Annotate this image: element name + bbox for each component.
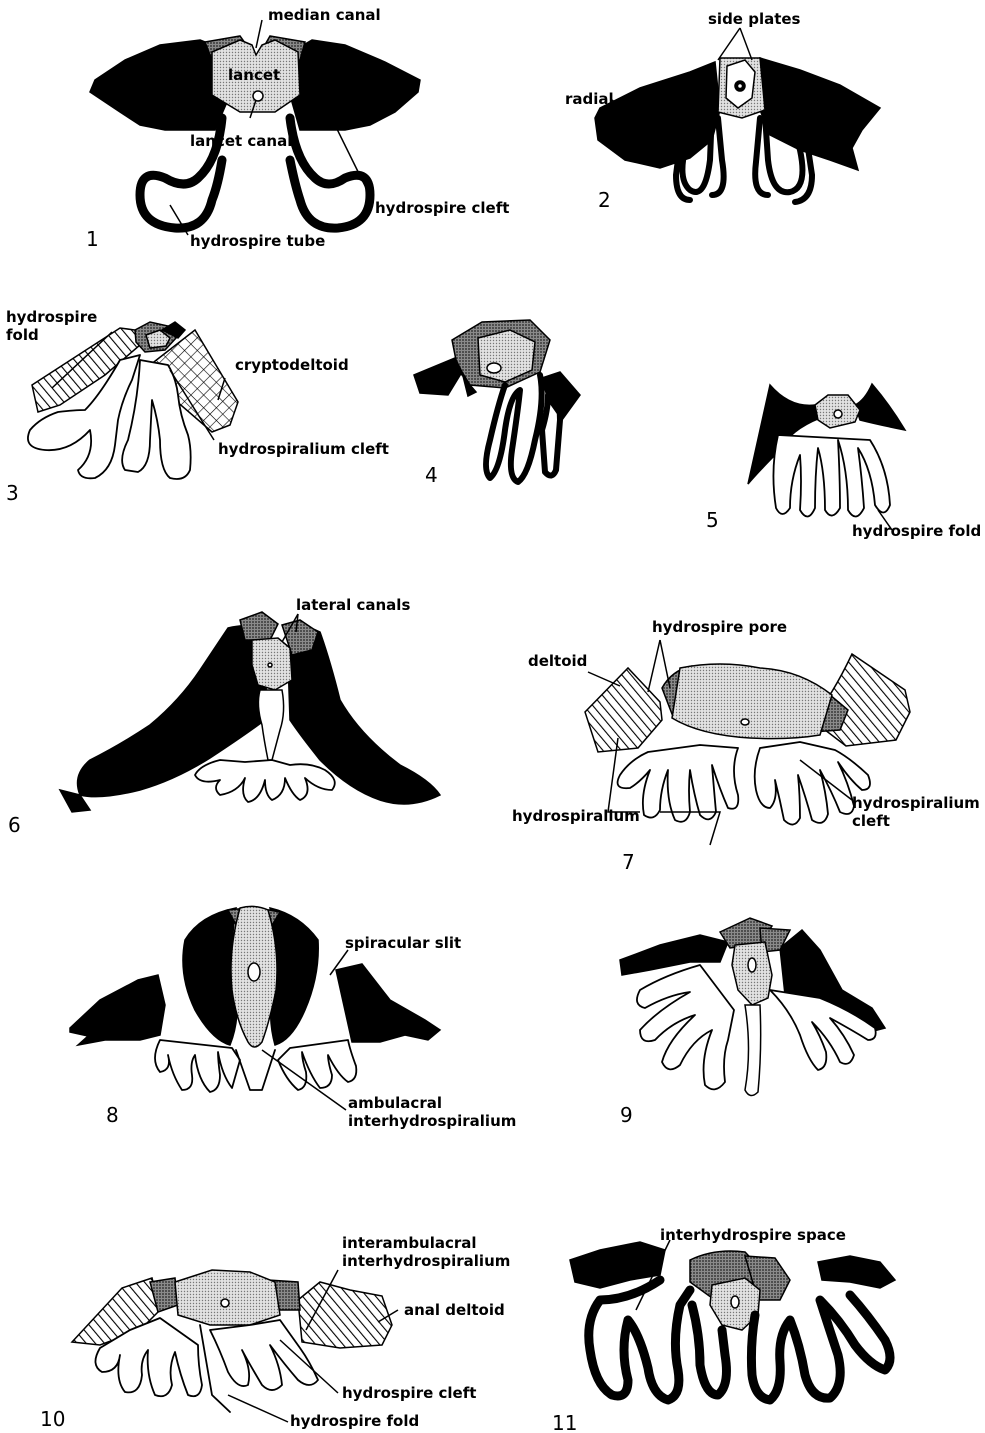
figure-11: interhydrospire space 11	[552, 1226, 895, 1433]
spiracular-slit-label: spiracular slit	[345, 934, 461, 952]
side-plates-label: side plates	[708, 10, 801, 28]
figure-5-number: 5	[706, 508, 719, 532]
figure-10-number: 10	[40, 1407, 65, 1431]
figure-8-number: 8	[106, 1103, 119, 1127]
figure-6: lateral canals 6	[8, 596, 440, 837]
hydrospire-fold-label: hydrospire fold	[290, 1412, 419, 1430]
interambulacral-label-line1: interambulacral	[342, 1234, 477, 1252]
lateral-canals-label: lateral canals	[296, 596, 410, 614]
figure-4-number: 4	[425, 463, 438, 487]
radial-label: radial	[565, 90, 614, 108]
figure-2: side plates radial 2	[565, 10, 880, 212]
ambulacral-label-line2: interhydrospiralium	[348, 1112, 516, 1130]
figure-3-number: 3	[6, 481, 19, 505]
anal-deltoid-label: anal deltoid	[404, 1301, 505, 1319]
interambulacral-label-line2: interhydrospiralium	[342, 1252, 510, 1270]
hydrospire-tube-label: hydrospire tube	[190, 232, 325, 250]
interhydrospire-space-label: interhydrospire space	[660, 1226, 846, 1244]
figure-10: interambulacral interhydrospiralium anal…	[40, 1234, 510, 1431]
figure-7: hydrospire pore deltoid hydrospiralium h…	[512, 618, 980, 874]
deltoid-label: deltoid	[528, 652, 587, 670]
figure-11-number: 11	[552, 1411, 577, 1433]
ambulacral-label-line1: ambulacral	[348, 1094, 442, 1112]
figure-4: 4	[414, 320, 580, 487]
figure-8: spiracular slit ambulacral interhydrospi…	[70, 906, 516, 1130]
cryptodeltoid-label: cryptodeltoid	[235, 356, 349, 374]
hydrospire-fold-label-line1: hydrospire	[6, 308, 97, 326]
hydrospire-fold-label-line2: fold	[6, 326, 39, 344]
figure-3: hydrospire fold cryptodeltoid hydrospira…	[6, 308, 389, 505]
hydrospire-fold-label: hydrospire fold	[852, 522, 981, 540]
figure-1-number: 1	[86, 227, 99, 251]
hydrospiralium-cleft-label: hydrospiralium cleft	[218, 440, 389, 458]
hydrospire-cleft-label: hydrospire cleft	[342, 1384, 476, 1402]
figure-7-number: 7	[622, 850, 635, 874]
median-canal-label: median canal	[268, 6, 381, 24]
figure-1: lancet median canal lancet canal hydrosp…	[86, 6, 509, 251]
hydrospiralium-cleft-label-line2: cleft	[852, 812, 890, 830]
hydrospire-cleft-label: hydrospire cleft	[375, 199, 509, 217]
lancet-canal-label: lancet canal	[190, 132, 292, 150]
figure-9-number: 9	[620, 1103, 633, 1127]
hydrospiralium-label: hydrospiralium	[512, 807, 640, 825]
figure-6-number: 6	[8, 813, 21, 837]
hydrospire-pore-label: hydrospire pore	[652, 618, 787, 636]
figure-9: 9	[620, 918, 885, 1127]
figure-5: hydrospire fold 5	[706, 384, 981, 540]
figure-2-number: 2	[598, 188, 611, 212]
hydrospiralium-cleft-label-line1: hydrospiralium	[852, 794, 980, 812]
lancet-label: lancet	[228, 66, 280, 84]
